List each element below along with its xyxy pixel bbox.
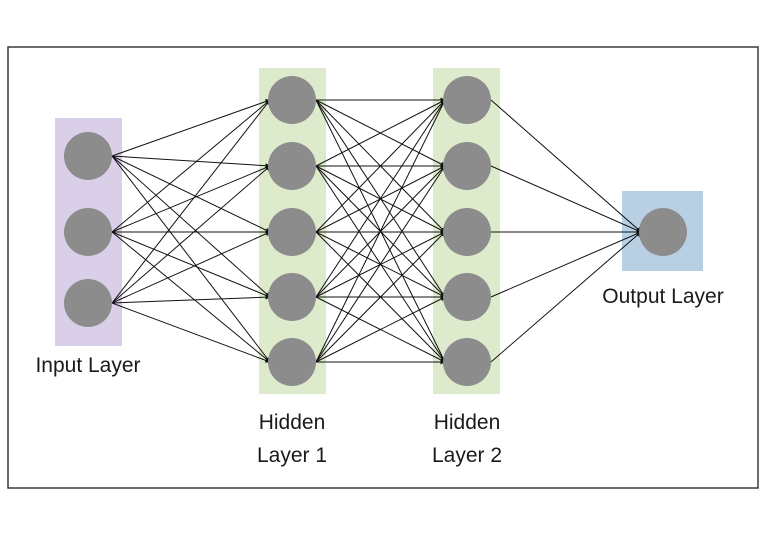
hidden1-neuron-5 xyxy=(268,338,316,386)
hidden2-neuron-3 xyxy=(443,208,491,256)
hidden2-neuron-1 xyxy=(443,76,491,124)
connection-input-0-to-hidden1-0 xyxy=(111,99,271,157)
hidden1-neuron-4 xyxy=(268,273,316,321)
output-layer-label: Output Layer xyxy=(602,285,723,308)
hidden2-neuron-5 xyxy=(443,338,491,386)
connection-input-0-to-hidden1-2 xyxy=(111,155,271,233)
connection-hidden1-4-to-hidden2-2 xyxy=(315,231,446,363)
connection-hidden1-1-to-hidden2-0 xyxy=(315,99,446,167)
connection-input-1-to-hidden1-1 xyxy=(111,165,271,233)
hidden1-neuron-1 xyxy=(268,76,316,124)
connection-hidden2-4-to-output-0 xyxy=(490,231,642,363)
connection-input-2-to-hidden1-4 xyxy=(111,302,271,363)
connection-hidden1-4-to-hidden2-1 xyxy=(315,165,446,363)
connection-input-2-to-hidden1-3 xyxy=(111,294,271,304)
output-neuron-1 xyxy=(639,208,687,256)
connection-input-2-to-hidden1-2 xyxy=(111,231,271,304)
connection-input-0-to-hidden1-4 xyxy=(111,155,271,363)
connection-hidden2-0-to-output-0 xyxy=(490,99,642,233)
connection-input-1-to-hidden1-0 xyxy=(111,99,271,233)
hidden2-neuron-2 xyxy=(443,142,491,190)
connection-hidden1-3-to-hidden2-0 xyxy=(315,99,446,298)
connection-input-1-to-hidden1-4 xyxy=(111,231,271,363)
connections xyxy=(111,97,642,365)
connection-input-0-to-hidden1-3 xyxy=(111,155,271,298)
connection-hidden1-4-to-hidden2-3 xyxy=(315,296,446,363)
hidden-layer-2-label-line2: Layer 2 xyxy=(432,444,502,467)
input-layer-label: Input Layer xyxy=(35,354,140,377)
connection-hidden1-4-to-hidden2-0 xyxy=(315,99,446,363)
hidden-layer-2-label: Hidden xyxy=(434,411,501,434)
connection-input-2-to-hidden1-1 xyxy=(111,165,271,304)
input-neuron-3 xyxy=(64,279,112,327)
hidden1-neuron-2 xyxy=(268,142,316,190)
hidden-layer-1-label-line2: Layer 1 xyxy=(257,444,327,467)
input-neuron-1 xyxy=(64,132,112,180)
hidden2-neuron-4 xyxy=(443,273,491,321)
connection-input-0-to-hidden1-1 xyxy=(111,155,271,169)
connection-input-1-to-hidden1-3 xyxy=(111,231,271,298)
neurons xyxy=(64,76,687,386)
connection-hidden1-2-to-hidden2-0 xyxy=(315,99,446,233)
connection-input-2-to-hidden1-0 xyxy=(111,99,271,304)
input-neuron-2 xyxy=(64,208,112,256)
connection-hidden2-1-to-output-0 xyxy=(490,165,642,233)
hidden-layer-1-label: Hidden xyxy=(259,411,326,434)
hidden1-neuron-3 xyxy=(268,208,316,256)
diagram-frame xyxy=(7,46,759,489)
connection-hidden2-3-to-output-0 xyxy=(490,231,642,298)
